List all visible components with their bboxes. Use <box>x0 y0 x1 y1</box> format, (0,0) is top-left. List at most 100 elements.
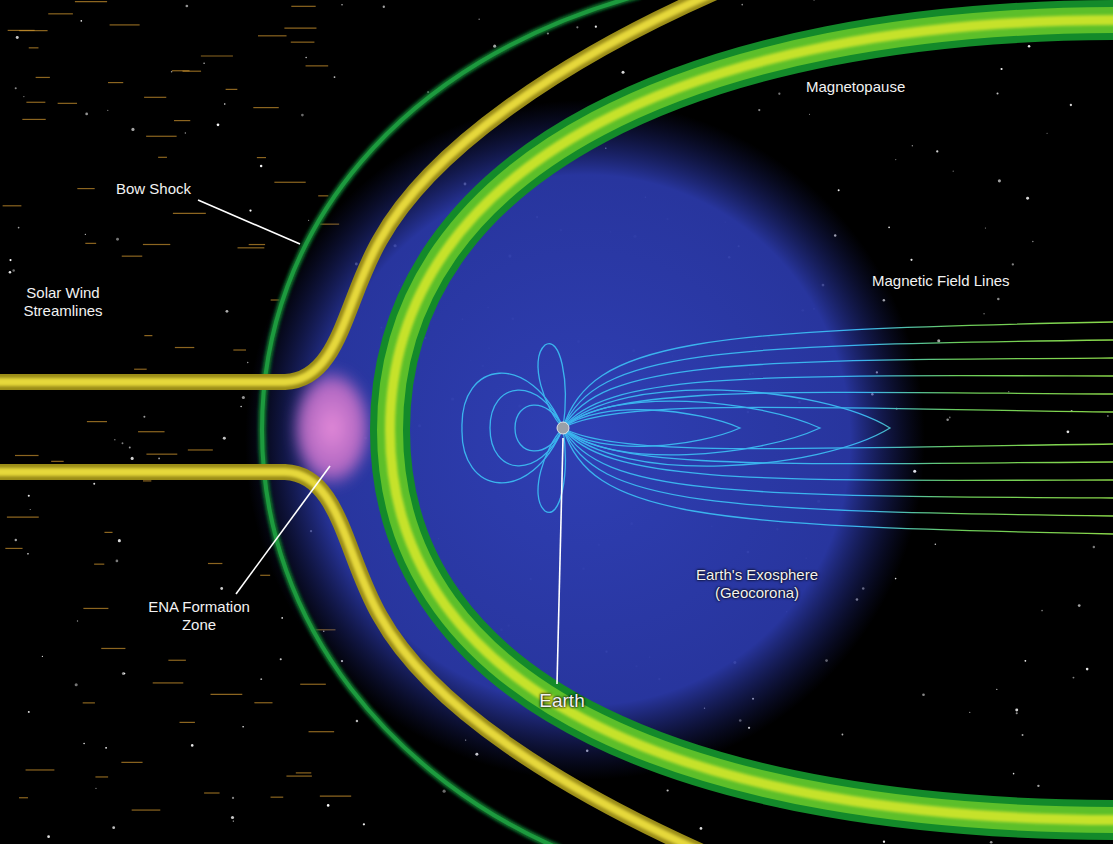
star <box>1028 45 1031 48</box>
particle-streak <box>296 772 311 773</box>
star <box>118 539 121 542</box>
particle-streak <box>300 684 326 685</box>
particle-streak <box>121 762 142 763</box>
star <box>220 587 223 590</box>
star <box>305 57 306 58</box>
particle-streak <box>233 349 246 350</box>
star <box>478 18 480 20</box>
particle-streak <box>19 797 28 798</box>
star <box>47 835 50 838</box>
star <box>910 259 912 261</box>
star <box>814 0 815 1</box>
star <box>281 617 283 619</box>
particle-streak <box>306 65 329 66</box>
star <box>997 93 999 95</box>
star <box>28 711 30 713</box>
leader-lines <box>198 200 563 684</box>
star <box>226 310 229 313</box>
star <box>9 259 11 261</box>
star <box>700 827 703 830</box>
star <box>1086 668 1089 671</box>
star <box>75 683 78 686</box>
star <box>224 103 225 104</box>
particle-streak <box>211 694 243 695</box>
particle-streak <box>143 244 170 245</box>
star <box>985 227 986 228</box>
star <box>114 439 115 440</box>
star <box>1047 133 1048 134</box>
particle-streak <box>95 776 108 777</box>
particle-streak <box>318 195 328 196</box>
star <box>242 396 245 399</box>
star <box>28 495 30 497</box>
particle-streak <box>29 47 39 48</box>
star <box>77 620 78 621</box>
magnetic-field-lines <box>462 322 1113 534</box>
star <box>1015 709 1018 712</box>
star <box>969 712 970 713</box>
star <box>240 406 242 408</box>
particle-streak <box>143 480 151 481</box>
star <box>15 539 17 541</box>
particle-streak <box>188 449 213 450</box>
particle-streak <box>58 103 77 104</box>
star <box>83 743 85 745</box>
particle-streak <box>85 243 96 244</box>
star <box>1008 391 1009 392</box>
earth-globe <box>557 422 569 434</box>
star <box>1067 430 1070 433</box>
star <box>1013 773 1015 775</box>
star <box>247 362 248 363</box>
particle-streak <box>104 532 112 533</box>
star <box>112 826 115 829</box>
particle-streak <box>36 77 50 78</box>
particle-streak <box>257 157 266 158</box>
star <box>741 4 743 6</box>
particle-streak <box>101 648 125 649</box>
particle-streak <box>271 797 284 798</box>
star <box>946 418 948 420</box>
star <box>935 543 937 545</box>
star <box>107 110 108 111</box>
particle-streak <box>132 809 161 810</box>
particle-streak <box>146 454 177 455</box>
star <box>280 658 282 660</box>
star <box>1026 197 1029 200</box>
star <box>547 32 549 34</box>
star <box>308 220 309 221</box>
star <box>443 790 446 793</box>
star <box>842 734 844 736</box>
particle-streak <box>22 119 45 120</box>
star <box>1070 104 1072 106</box>
particle-streak <box>108 82 123 83</box>
star <box>122 442 124 444</box>
particle-streak <box>168 660 186 661</box>
star <box>249 209 251 211</box>
particle-streak <box>144 335 152 336</box>
star <box>242 726 244 728</box>
particle-streak <box>291 6 315 7</box>
particle-streak <box>260 575 270 576</box>
star <box>1078 604 1081 607</box>
star <box>143 416 145 418</box>
region-label: Magnetopause <box>806 78 936 96</box>
star <box>895 159 896 160</box>
particle-streak <box>173 213 206 214</box>
star <box>493 45 496 48</box>
star <box>42 656 43 657</box>
particle-streak <box>146 136 177 137</box>
particle-streak <box>258 35 287 36</box>
particle-streak <box>144 97 166 98</box>
star <box>949 417 951 419</box>
solar-wind-streamlines <box>0 0 720 844</box>
star <box>595 26 597 28</box>
star <box>622 71 625 74</box>
star <box>131 128 134 131</box>
particle-streak <box>226 89 238 90</box>
particle-streak <box>158 157 167 158</box>
star <box>223 437 226 440</box>
field-label: Magnetic Field Lines <box>872 272 1072 290</box>
star <box>576 26 578 28</box>
star <box>116 238 119 241</box>
